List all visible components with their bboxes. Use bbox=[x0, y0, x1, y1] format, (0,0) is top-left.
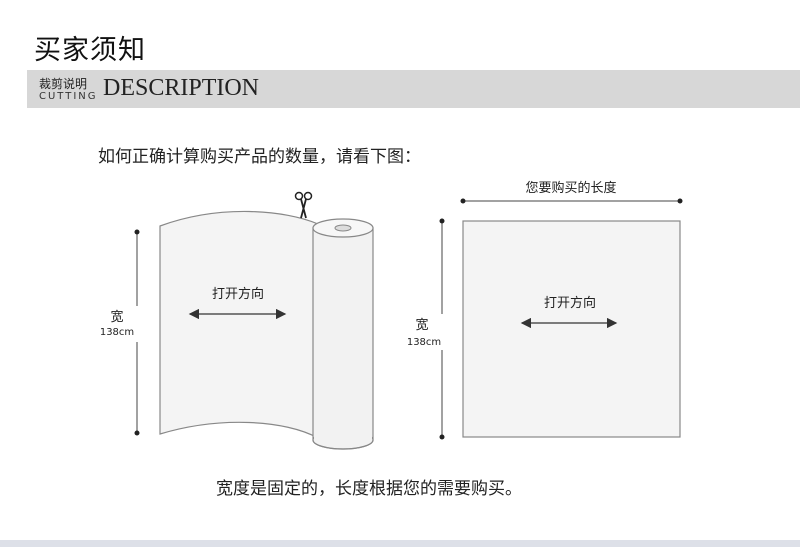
footer-note: 宽度是固定的，长度根据您的需要购买。 bbox=[216, 479, 522, 499]
section-title-en-small: CUTTING bbox=[39, 91, 98, 102]
sheet-direction-label: 打开方向 bbox=[544, 295, 596, 311]
section-title-en-big: DESCRIPTION bbox=[103, 75, 260, 101]
bottom-band bbox=[0, 540, 800, 547]
sheet-width-label: 宽 bbox=[415, 317, 428, 333]
section-header-band: 裁剪说明 CUTTING DESCRIPTION bbox=[27, 70, 800, 108]
sheet-width-value: 138cm bbox=[407, 337, 441, 348]
roll-core bbox=[334, 224, 352, 232]
instruction-text: 如何正确计算购买产品的数量，请看下图： bbox=[98, 147, 421, 167]
sheet-rectangle bbox=[462, 220, 681, 438]
roll-direction-label: 打开方向 bbox=[212, 286, 264, 302]
section-title-cn: 裁剪说明 bbox=[39, 77, 88, 91]
page-title: 买家须知 bbox=[34, 35, 146, 66]
roll-body bbox=[312, 227, 374, 441]
sheet-length-label: 您要购买的长度 bbox=[525, 180, 616, 196]
roll-width-label: 宽 bbox=[110, 309, 123, 325]
roll-width-value: 138cm bbox=[100, 327, 134, 338]
scissors-icon bbox=[294, 191, 313, 219]
unrolled-fabric bbox=[159, 210, 319, 440]
fabric-sheet-diagram: 您要购买的长度 宽 138cm 打开方向 bbox=[402, 180, 683, 440]
fabric-roll-diagram: 宽 138cm 打开方向 bbox=[96, 191, 374, 450]
